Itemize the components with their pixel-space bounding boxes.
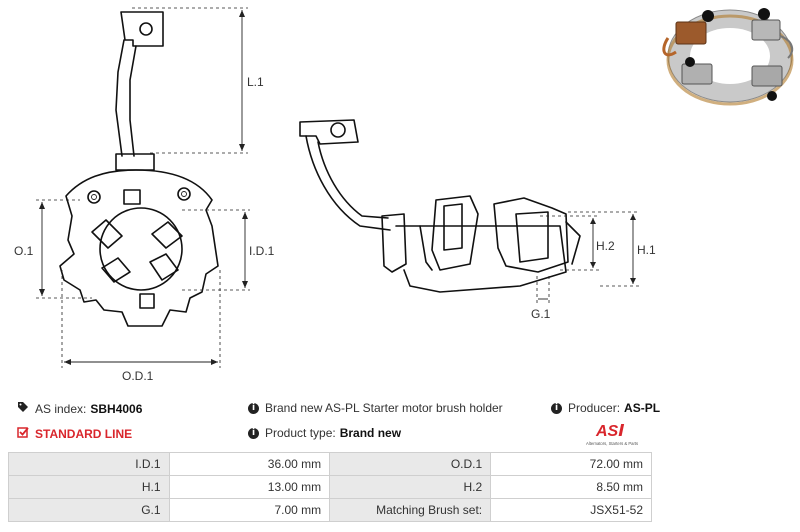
spec-value: 8.50 mm bbox=[490, 475, 652, 499]
description-row: i Brand new AS-PL Starter motor brush ho… bbox=[248, 401, 503, 415]
spec-key: O.D.1 bbox=[329, 452, 492, 476]
table-row: I.D.1 36.00 mm O.D.1 72.00 mm bbox=[8, 452, 652, 476]
dim-label-h1: H.1 bbox=[637, 243, 656, 257]
as-index-row: AS index: SBH4006 bbox=[17, 401, 142, 416]
producer-row: i Producer: AS-PL bbox=[551, 401, 660, 415]
spec-value: JSX51-52 bbox=[490, 498, 652, 522]
product-photo bbox=[662, 8, 794, 106]
tag-icon bbox=[17, 401, 29, 416]
description-text: Brand new AS-PL Starter motor brush hold… bbox=[265, 401, 503, 415]
specs-table: I.D.1 36.00 mm O.D.1 72.00 mm H.1 13.00 … bbox=[8, 452, 652, 522]
spec-value: 36.00 mm bbox=[168, 452, 331, 476]
product-type-label: Product type: bbox=[265, 426, 336, 440]
dim-label-h2: H.2 bbox=[596, 239, 615, 253]
spec-value: 13.00 mm bbox=[168, 475, 331, 499]
spec-key: H.1 bbox=[8, 475, 170, 499]
standard-line-label: STANDARD LINE bbox=[35, 426, 133, 441]
standard-line-row: STANDARD LINE bbox=[17, 426, 132, 441]
dim-label-id1: I.D.1 bbox=[249, 244, 275, 258]
as-index-label: AS index: bbox=[35, 401, 87, 416]
spec-key: H.2 bbox=[329, 475, 492, 499]
spec-key: I.D.1 bbox=[8, 452, 170, 476]
table-row: G.1 7.00 mm Matching Brush set: JSX51-52 bbox=[8, 498, 652, 522]
info-icon: i bbox=[248, 427, 259, 439]
specs-table-body: I.D.1 36.00 mm O.D.1 72.00 mm H.1 13.00 … bbox=[8, 452, 652, 522]
as-logo: AS Alternators, Starters & Parts bbox=[586, 423, 638, 446]
table-row: H.1 13.00 mm H.2 8.50 mm bbox=[8, 475, 652, 499]
side-view-drawing bbox=[299, 119, 581, 293]
front-view-drawing bbox=[59, 11, 219, 327]
dim-label-l1: L.1 bbox=[247, 75, 264, 89]
spec-key: Matching Brush set: bbox=[329, 498, 492, 522]
product-type-row: i Product type: Brand new bbox=[248, 426, 401, 440]
spec-value: 72.00 mm bbox=[490, 452, 652, 476]
technical-drawing: L.1 O.1 I.D.1 O.D.1 H.2 H.1 G.1 bbox=[14, 7, 794, 383]
logo-tagline: Alternators, Starters & Parts bbox=[586, 441, 638, 446]
producer-label: Producer: bbox=[568, 401, 621, 415]
info-icon: i bbox=[551, 402, 562, 414]
producer-value: AS-PL bbox=[624, 401, 661, 415]
dim-label-od1: O.D.1 bbox=[122, 369, 154, 383]
spec-value: 7.00 mm bbox=[168, 498, 331, 522]
side-view-dimensions bbox=[536, 211, 640, 304]
logo-mark: AS bbox=[595, 423, 619, 440]
info-icon: i bbox=[248, 402, 259, 414]
product-type-value: Brand new bbox=[339, 426, 402, 440]
front-view-dimensions bbox=[36, 7, 250, 368]
dim-label-g1: G.1 bbox=[531, 307, 551, 321]
checkbox-icon bbox=[17, 426, 29, 441]
spec-key: G.1 bbox=[8, 498, 170, 522]
dim-label-o1: O.1 bbox=[14, 244, 34, 258]
as-index-value: SBH4006 bbox=[90, 401, 143, 416]
